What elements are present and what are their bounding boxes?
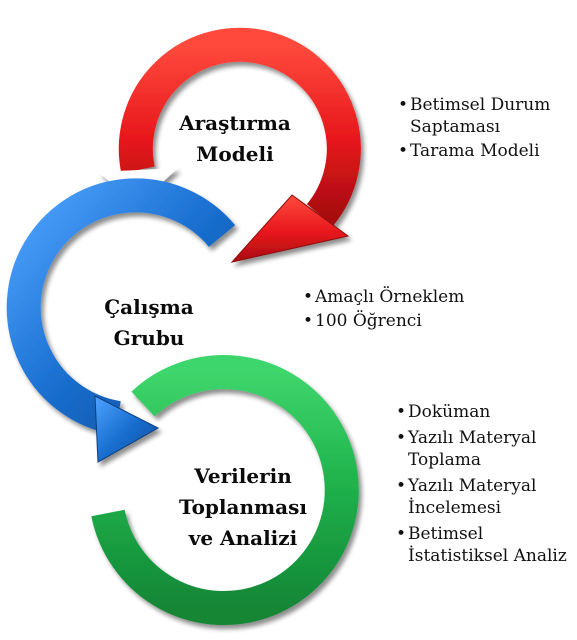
stage-title-line: Toplanması <box>179 495 307 519</box>
bullet-dot: • <box>303 287 314 307</box>
stage-title-line: Grubu <box>113 326 185 350</box>
bullet-text: Betimsel İstatistiksel Analiz <box>408 524 567 566</box>
bullet-text: Yazılı Materyal İncelemesi <box>408 476 537 518</box>
stage-title-arastirma-modeli: Araştırma Modeli <box>150 108 320 170</box>
bullet-item: • Betimsel Durum Saptaması <box>398 94 576 138</box>
bullet-text: 100 Öğrenci <box>315 311 422 331</box>
bullet-item: • Yazılı Materyal İncelemesi <box>396 475 574 519</box>
bullet-text: Tarama Modeli <box>410 141 540 161</box>
green-arrow <box>91 355 359 626</box>
bullet-dot: • <box>396 476 407 496</box>
stage-title-line: Çalışma <box>104 295 194 319</box>
bullet-list-arastirma-modeli: • Betimsel Durum Saptaması • Tarama Mode… <box>398 94 576 164</box>
bullet-text: Betimsel Durum Saptaması <box>410 95 551 137</box>
bullet-text: Yazılı Materyal Toplama <box>408 428 537 470</box>
stage-title-line: Verilerin <box>194 464 292 488</box>
bullet-item: • Yazılı Materyal Toplama <box>396 427 574 471</box>
bullet-list-verilerin-toplanmasi: • Doküman • Yazılı Materyal Toplama • Ya… <box>396 401 574 571</box>
bullet-item: • Amaçlı Örneklem <box>303 286 493 308</box>
bullet-dot: • <box>396 524 407 544</box>
bullet-item: • Betimsel İstatistiksel Analiz <box>396 523 574 567</box>
stage-title-line: Araştırma <box>179 111 291 135</box>
blue-arrow <box>6 178 236 463</box>
stage-title-calisma-grubu: Çalışma Grubu <box>74 292 224 354</box>
bullet-text: Amaçlı Örneklem <box>315 287 465 307</box>
bullet-dot: • <box>398 95 409 115</box>
bullet-dot: • <box>303 311 314 331</box>
bullet-list-calisma-grubu: • Amaçlı Örneklem • 100 Öğrenci <box>303 286 493 334</box>
bullet-item: • Doküman <box>396 401 574 423</box>
stage-title-verilerin-toplanmasi: Verilerin Toplanması ve Analizi <box>158 461 328 554</box>
bullet-dot: • <box>396 428 407 448</box>
bullet-item: • 100 Öğrenci <box>303 310 493 332</box>
bullet-dot: • <box>396 402 407 422</box>
bullet-dot: • <box>398 141 409 161</box>
bullet-item: • Tarama Modeli <box>398 140 576 162</box>
stage-title-line: ve Analizi <box>188 526 298 550</box>
bullet-text: Doküman <box>408 402 491 422</box>
stage-title-line: Modeli <box>196 142 274 166</box>
